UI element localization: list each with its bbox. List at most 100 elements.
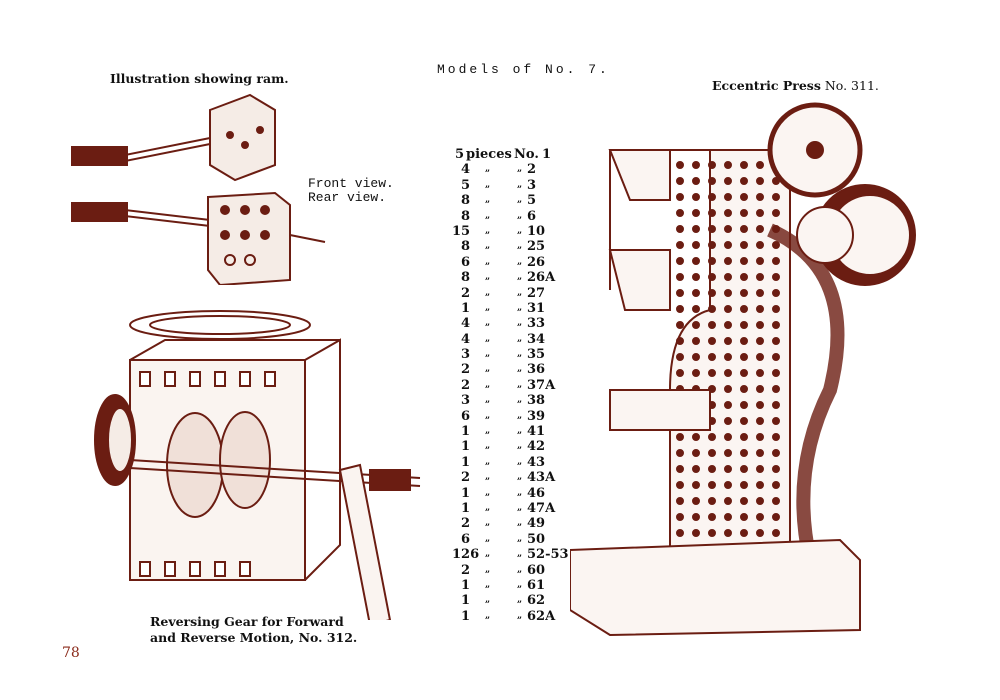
strip-hole <box>708 273 716 281</box>
strip-hole <box>692 161 700 169</box>
parts-list-row: 2„„49 <box>452 516 572 531</box>
strip-hole <box>756 449 764 457</box>
part-number: 34 <box>527 331 546 347</box>
strip-hole <box>692 289 700 297</box>
strip-hole <box>740 337 748 345</box>
press-caption-title: Eccentric Press <box>712 78 821 93</box>
strip-hole <box>756 497 764 505</box>
ditto-mark: „ <box>517 410 523 421</box>
ditto-mark: „ <box>485 302 491 313</box>
strip-hole <box>724 465 732 473</box>
ditto-mark: „ <box>485 210 491 221</box>
strip-hole <box>740 449 748 457</box>
ditto-mark: „ <box>485 564 491 575</box>
eccentric-press-illustration <box>570 102 916 637</box>
strip-hole <box>676 337 684 345</box>
strip-hole <box>676 177 684 185</box>
parts-list-row: 1„„62 <box>452 593 572 608</box>
ditto-mark: „ <box>485 287 491 298</box>
strip-hole <box>724 321 732 329</box>
strip-hole <box>724 417 732 425</box>
part-number: 47A <box>527 500 556 516</box>
strip-hole <box>740 289 748 297</box>
ditto-mark: „ <box>517 318 523 329</box>
ditto-mark: „ <box>485 410 491 421</box>
strip-hole <box>676 241 684 249</box>
parts-list-row: 1„„46 <box>452 486 572 501</box>
quantity: 8 <box>460 270 470 286</box>
ditto-mark: „ <box>485 426 491 437</box>
quantity: 15 <box>452 223 471 239</box>
pieces-label: pieces <box>466 147 512 162</box>
strip-hole <box>740 513 748 521</box>
strip-hole <box>756 353 764 361</box>
strip-hole <box>676 449 684 457</box>
strip-hole <box>692 513 700 521</box>
ditto-mark: „ <box>485 379 491 390</box>
ditto-mark: „ <box>517 487 523 498</box>
quantity: 5 <box>455 147 465 162</box>
strip-hole <box>676 225 684 233</box>
strip-hole <box>692 241 700 249</box>
quantity: 6 <box>460 254 470 270</box>
strip-hole <box>756 193 764 201</box>
part-number: 25 <box>527 239 546 255</box>
parts-list-row: 126„„52-53 <box>452 547 572 562</box>
parts-list-row: 4„„2 <box>452 162 572 177</box>
no-label: No. <box>514 147 539 162</box>
part-number: 62 <box>527 593 546 609</box>
strip-hole <box>708 433 716 441</box>
strip-hole <box>724 353 732 361</box>
strip-hole <box>676 209 684 217</box>
strip-hole <box>724 497 732 505</box>
quantity: 1 <box>460 424 470 440</box>
parts-list-row: 3„„38 <box>452 393 572 408</box>
part-number: 43 <box>527 454 546 470</box>
ditto-mark: „ <box>485 502 491 513</box>
strip-hole <box>740 161 748 169</box>
strip-hole <box>708 369 716 377</box>
gear-caption-line2: and Reverse Motion, No. 312. <box>150 630 358 645</box>
quantity: 6 <box>460 408 470 424</box>
part-number: 62A <box>527 608 556 624</box>
strip-hole <box>772 385 780 393</box>
strip-hole <box>772 369 780 377</box>
ditto-mark: „ <box>485 349 491 360</box>
quantity: 6 <box>460 531 470 547</box>
strip-hole <box>756 433 764 441</box>
ditto-mark: „ <box>485 333 491 344</box>
strip-hole <box>756 417 764 425</box>
strip-hole <box>740 529 748 537</box>
strip-hole <box>740 241 748 249</box>
strip-hole <box>756 177 764 185</box>
quantity: 1 <box>460 300 470 316</box>
quantity: 2 <box>460 470 470 486</box>
strip-hole <box>740 465 748 473</box>
ditto-mark: „ <box>485 549 491 560</box>
strip-hole <box>772 193 780 201</box>
strip-hole <box>724 257 732 265</box>
quantity: 4 <box>460 316 470 332</box>
strip-hole <box>772 449 780 457</box>
strip-hole <box>724 433 732 441</box>
strip-hole <box>740 321 748 329</box>
quantity: 2 <box>460 362 470 378</box>
parts-list-row: 1„„41 <box>452 424 572 439</box>
ram-caption: Illustration showing ram. <box>110 71 289 86</box>
part-number: 1 <box>542 147 552 162</box>
strip-hole <box>756 241 764 249</box>
part-number: 37A <box>527 377 556 393</box>
parts-list-row: 6„„39 <box>452 409 572 424</box>
quantity: 8 <box>460 193 470 209</box>
gear-caption-line1: Reversing Gear for Forward <box>150 614 344 629</box>
strip-hole <box>676 481 684 489</box>
strip-hole <box>708 321 716 329</box>
strip-hole <box>740 177 748 185</box>
strip-hole <box>708 305 716 313</box>
strip-hole <box>692 225 700 233</box>
strip-hole <box>756 369 764 377</box>
strip-hole <box>772 465 780 473</box>
strip-hole <box>676 513 684 521</box>
strip-hole <box>740 273 748 281</box>
ditto-mark: „ <box>517 395 523 406</box>
